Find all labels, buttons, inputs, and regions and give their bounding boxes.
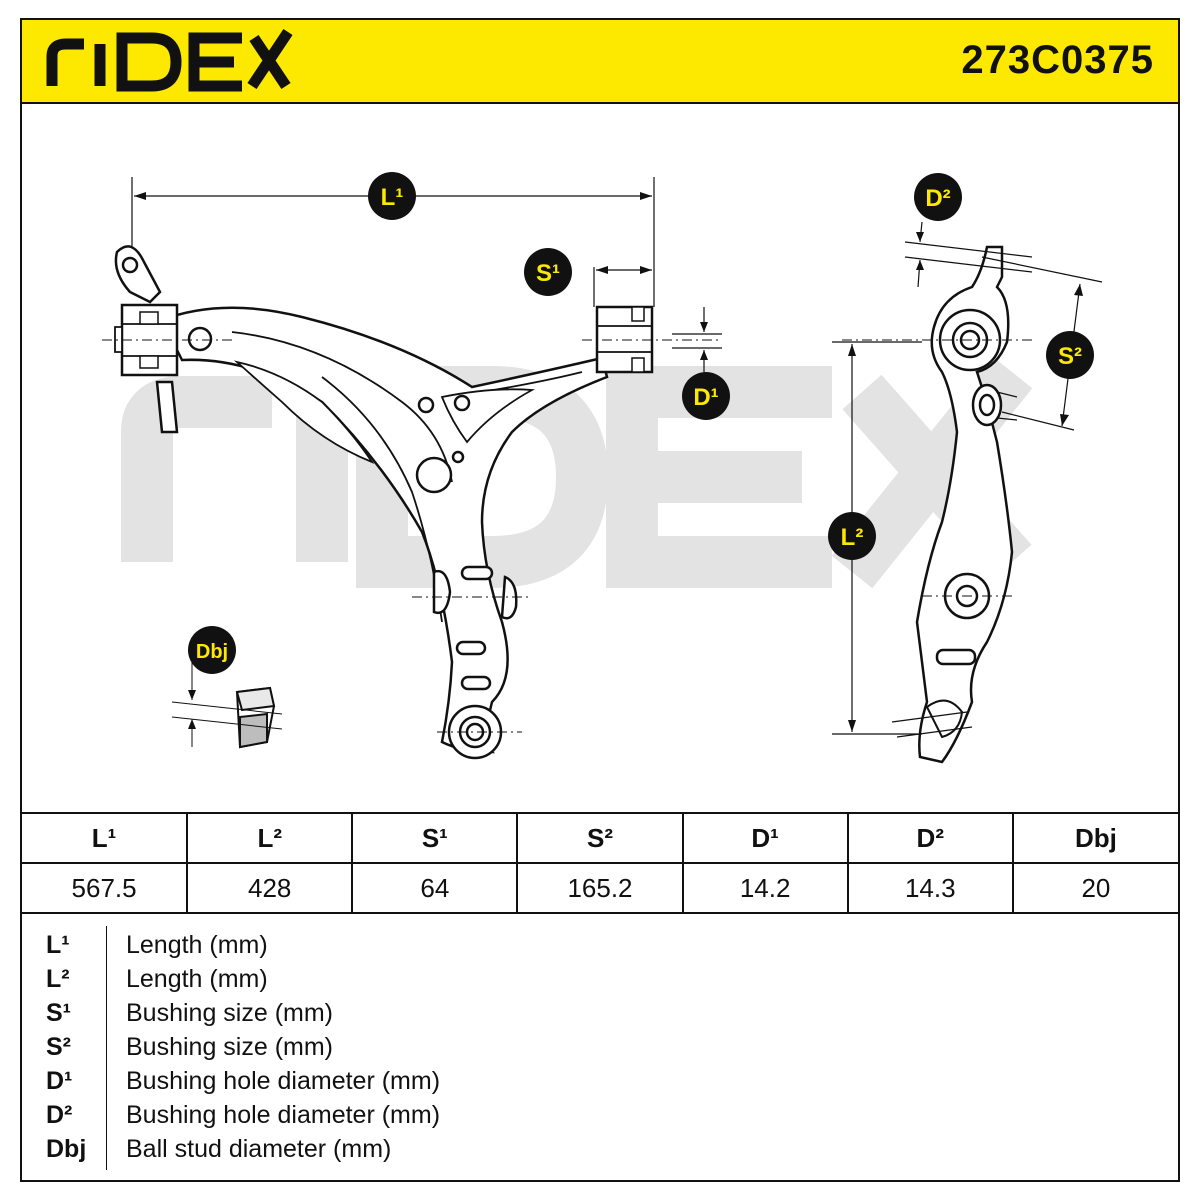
label-D1-badge: D¹ xyxy=(682,372,730,420)
svg-text:D¹: D¹ xyxy=(693,384,718,411)
legend-item: S¹ Bushing size (mm) xyxy=(22,996,1178,1030)
technical-drawing: L¹ S¹ D¹ Dbj D² S² L² xyxy=(102,172,1103,764)
legend-description: Bushing size (mm) xyxy=(126,1033,333,1061)
label-S2-badge: S² xyxy=(1046,331,1094,379)
control-arm-front-view xyxy=(114,245,654,760)
legend-description: Length (mm) xyxy=(126,931,268,959)
legend-description: Length (mm) xyxy=(126,965,268,993)
ridex-logo xyxy=(46,28,293,92)
watermark-logo xyxy=(121,355,1033,589)
header-bar: 273C0375 xyxy=(22,20,1178,104)
spec-table: L¹ L² S¹ S² D¹ D² Dbj 567.5 428 64 165.2… xyxy=(22,812,1178,914)
label-L1-badge: L¹ xyxy=(368,172,416,220)
svg-text:L²: L² xyxy=(841,524,864,551)
spec-header-cell: D² xyxy=(846,812,1014,864)
spec-table-header-row: L¹ L² S¹ S² D¹ D² Dbj xyxy=(22,812,1178,864)
svg-text:L¹: L¹ xyxy=(381,184,404,211)
ball-stud-detail xyxy=(235,686,276,749)
spec-header-cell: S¹ xyxy=(351,812,519,864)
part-number: 273C0375 xyxy=(961,38,1154,82)
svg-text:S¹: S¹ xyxy=(536,260,560,287)
legend-item: L¹ Length (mm) xyxy=(22,928,1178,962)
svg-text:Dbj: Dbj xyxy=(196,641,228,663)
legend-description: Ball stud diameter (mm) xyxy=(126,1135,392,1163)
legend-item: D² Bushing hole diameter (mm) xyxy=(22,1098,1178,1132)
legend-symbol: Dbj xyxy=(46,1135,87,1163)
legend-symbol: L¹ xyxy=(46,931,70,959)
label-S1-badge: S¹ xyxy=(524,248,572,296)
spec-header-cell: Dbj xyxy=(1011,812,1178,864)
legend-divider xyxy=(106,926,107,1170)
legend-item: D¹ Bushing hole diameter (mm) xyxy=(22,1064,1178,1098)
label-L2-badge: L² xyxy=(828,512,876,560)
spec-header-cell: D¹ xyxy=(681,812,849,864)
legend-description: Bushing hole diameter (mm) xyxy=(126,1101,441,1129)
spec-header-cell: S² xyxy=(516,812,684,864)
spec-value-cell: 567.5 xyxy=(22,862,189,914)
spec-header-cell: L² xyxy=(186,812,354,864)
legend-item: S² Bushing size (mm) xyxy=(22,1030,1178,1064)
label-Dbj-badge: Dbj xyxy=(188,626,236,674)
spec-header-cell: L¹ xyxy=(22,812,189,864)
spec-table-value-row: 567.5 428 64 165.2 14.2 14.3 20 xyxy=(22,862,1178,914)
legend-symbol: D² xyxy=(46,1101,73,1129)
spec-value-cell: 428 xyxy=(186,862,354,914)
legend-symbol: S¹ xyxy=(46,999,71,1027)
legend-item: Dbj Ball stud diameter (mm) xyxy=(22,1132,1178,1166)
spec-value-cell: 14.3 xyxy=(846,862,1014,914)
spec-value-cell: 64 xyxy=(351,862,519,914)
control-arm-side-view xyxy=(915,245,1014,764)
spec-value-cell: 165.2 xyxy=(516,862,684,914)
spec-value-cell: 20 xyxy=(1011,862,1178,914)
legend-symbol: L² xyxy=(46,965,70,993)
spec-value-cell: 14.2 xyxy=(681,862,849,914)
label-D2-badge: D² xyxy=(914,173,962,221)
svg-text:S²: S² xyxy=(1058,343,1082,370)
legend-item: L² Length (mm) xyxy=(22,962,1178,996)
spec-sheet-frame: 273C0375 xyxy=(20,18,1180,1182)
legend-symbol: D¹ xyxy=(46,1067,73,1095)
legend-description: Bushing hole diameter (mm) xyxy=(126,1067,441,1095)
legend: L¹ Length (mm) L² Length (mm) S¹ Bushing… xyxy=(22,912,1178,1180)
legend-description: Bushing size (mm) xyxy=(126,999,333,1027)
svg-text:D²: D² xyxy=(925,185,950,212)
legend-symbol: S² xyxy=(46,1033,71,1061)
